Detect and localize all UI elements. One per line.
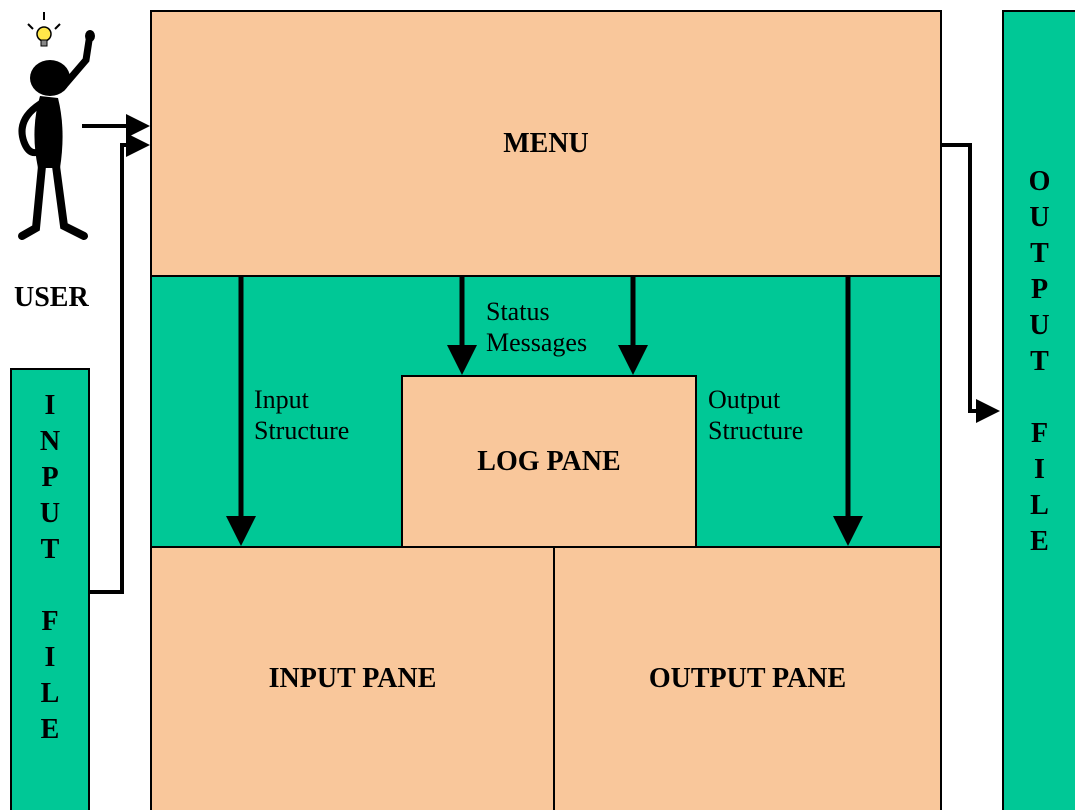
- arrow-inputfile-to-menu: [90, 145, 146, 592]
- arrow-menu-to-outputfile: [942, 145, 996, 411]
